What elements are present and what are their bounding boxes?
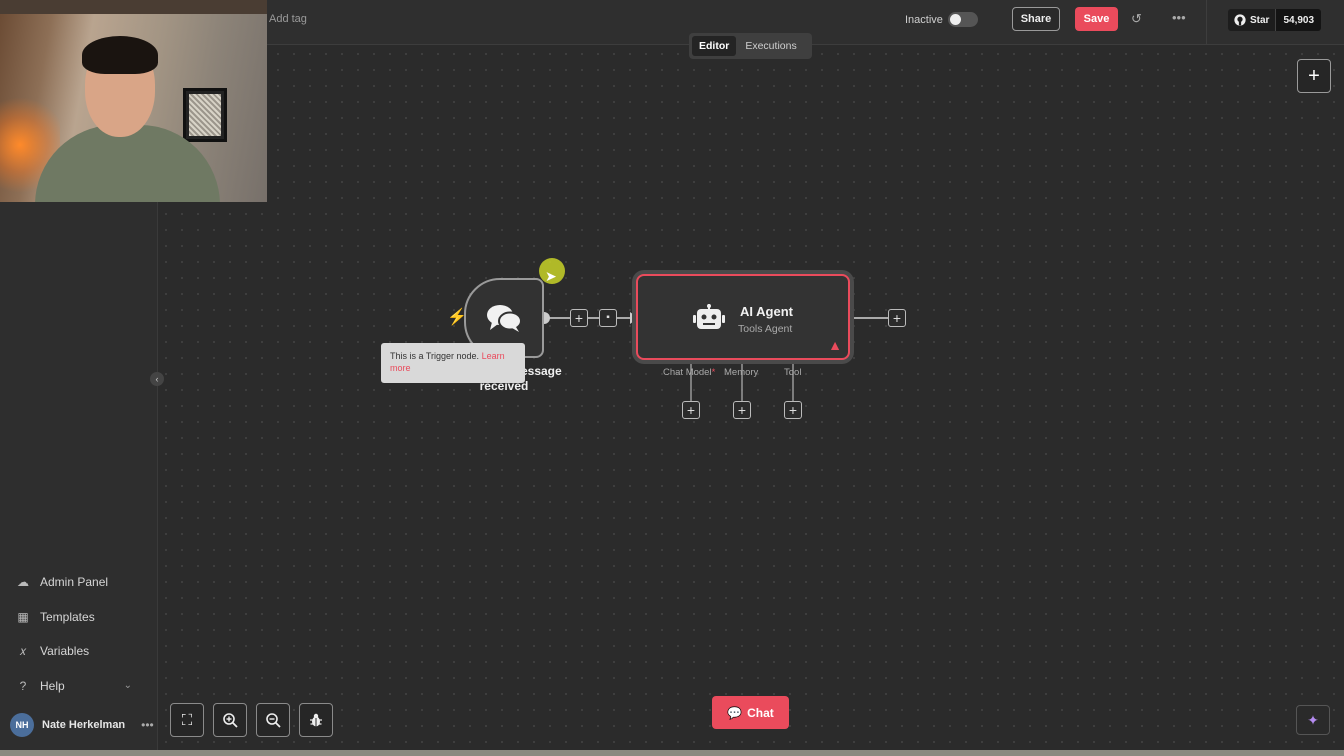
status-label: Inactive xyxy=(905,14,943,26)
agent-node-title: AI Agent xyxy=(740,304,793,319)
sidebar-item-admin-panel[interactable]: ☁ Admin Panel xyxy=(0,565,158,600)
sidebar-menu: ☁ Admin Panel ▦ Templates 𝑥 Variables ? … xyxy=(0,565,158,703)
history-icon[interactable]: ↺ xyxy=(1131,11,1142,26)
trash-icon: ▪ xyxy=(606,312,610,323)
window-bottom-edge xyxy=(0,750,1344,756)
save-button[interactable]: Save xyxy=(1075,7,1118,31)
port-label-memory: Memory xyxy=(724,367,759,378)
sidebar-item-variables[interactable]: 𝑥 Variables xyxy=(0,634,158,669)
zoom-out-icon xyxy=(266,713,281,728)
zoom-out-button[interactable] xyxy=(256,703,290,737)
zoom-in-button[interactable] xyxy=(213,703,247,737)
tab-executions[interactable]: Executions xyxy=(745,40,797,52)
add-next-node-button[interactable]: + xyxy=(888,309,906,327)
warning-icon[interactable]: ▲ xyxy=(828,337,842,353)
agent-node-subtitle: Tools Agent xyxy=(738,323,793,335)
fit-view-icon: ⛶ xyxy=(181,711,193,729)
bug-icon xyxy=(310,713,322,727)
delete-connection-button[interactable]: ▪ xyxy=(599,309,617,327)
github-icon xyxy=(1234,14,1246,26)
workflow-canvas[interactable] xyxy=(158,46,1344,750)
sidebar-collapse-button[interactable]: ‹ xyxy=(150,372,164,386)
webcam-overlay xyxy=(0,0,267,202)
chat-icon: 💬 xyxy=(727,705,743,720)
chat-button[interactable]: 💬 Chat xyxy=(712,696,789,729)
learn-more-link[interactable]: Learn more xyxy=(390,351,505,373)
mouse-cursor-icon: ➤ xyxy=(545,268,557,284)
avatar: NH xyxy=(10,713,34,737)
sidebar-item-help[interactable]: ? Help ⌄ xyxy=(0,669,158,704)
github-star[interactable]: Star xyxy=(1228,9,1277,31)
active-toggle[interactable] xyxy=(948,12,978,27)
ai-agent-node[interactable]: AI Agent Tools Agent ▲ xyxy=(636,274,850,360)
chat-bubbles-icon xyxy=(487,305,522,332)
cloud-icon: ☁ xyxy=(17,575,29,590)
trigger-bolt-icon: ⚡ xyxy=(447,309,467,326)
add-chat-model-button[interactable]: + xyxy=(682,401,700,419)
add-node-button[interactable]: + xyxy=(1297,59,1331,93)
help-icon: ? xyxy=(19,678,27,693)
chevron-down-icon: ⌄ xyxy=(123,680,132,692)
divider xyxy=(1206,0,1207,45)
user-menu[interactable]: NH Nate Herkelman ••• xyxy=(10,713,154,737)
debug-button[interactable] xyxy=(299,703,333,737)
more-icon[interactable]: ••• xyxy=(141,718,154,732)
add-tag-link[interactable]: Add tag xyxy=(269,13,307,25)
insert-node-button[interactable]: + xyxy=(570,309,588,327)
user-name: Nate Herkelman xyxy=(42,719,126,731)
port-label-tool: Tool xyxy=(784,367,802,378)
sidebar-item-label: Templates xyxy=(40,609,95,624)
templates-icon: ▦ xyxy=(17,609,29,624)
share-button[interactable]: Share xyxy=(1012,7,1060,31)
cursor-highlight xyxy=(539,258,565,284)
sparkle-icon: ✦ xyxy=(1307,711,1319,728)
sidebar-item-label: Admin Panel xyxy=(40,575,109,590)
sidebar-item-label: Variables xyxy=(40,644,90,659)
ai-assistant-button[interactable]: ✦ xyxy=(1296,705,1330,735)
add-memory-button[interactable]: + xyxy=(733,401,751,419)
variables-icon: 𝑥 xyxy=(19,643,27,658)
sidebar-item-templates[interactable]: ▦ Templates xyxy=(0,600,158,635)
add-tool-button[interactable]: + xyxy=(784,401,802,419)
fit-view-button[interactable]: ⛶ xyxy=(170,703,204,737)
zoom-in-icon xyxy=(223,713,238,728)
trigger-tooltip: This is a Trigger node. Learn more xyxy=(381,343,525,383)
github-star-count: 54,903 xyxy=(1276,9,1322,31)
sidebar-item-label: Help xyxy=(40,678,65,693)
port-label-chat-model: Chat Model* xyxy=(663,367,716,378)
github-star-button[interactable]: Star 54,903 xyxy=(1228,9,1322,31)
robot-icon xyxy=(693,304,725,329)
view-tabs: Editor Executions xyxy=(689,33,812,59)
tab-editor[interactable]: Editor xyxy=(692,36,737,56)
more-icon[interactable]: ••• xyxy=(1172,10,1186,25)
